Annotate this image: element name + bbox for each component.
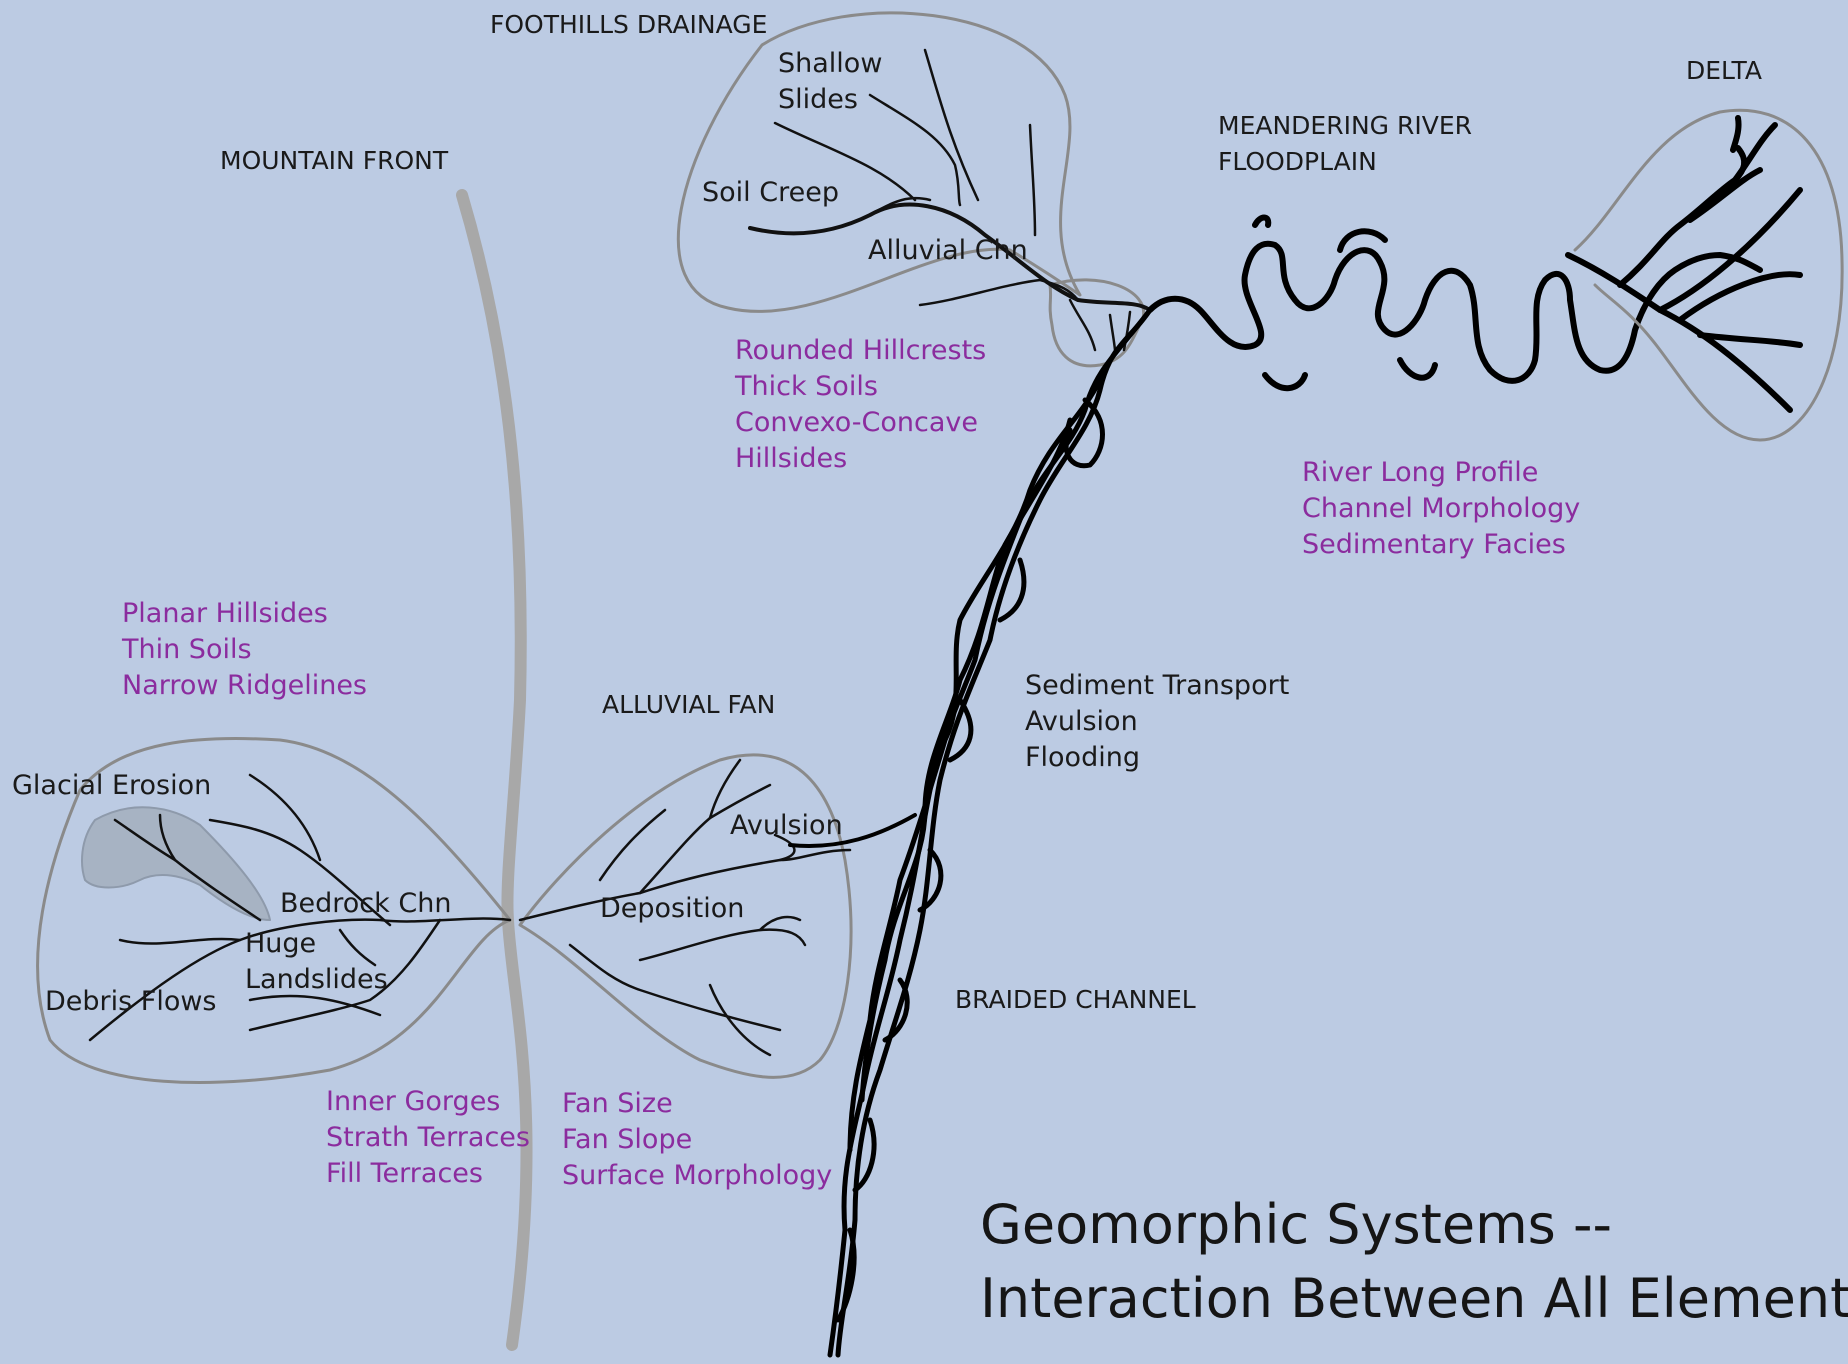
river-attributes: River Long Profile Channel Morphology Se…: [1302, 455, 1580, 563]
mountain-hillside-attributes: Planar Hillsides Thin Soils Narrow Ridge…: [122, 596, 367, 704]
attribute-item: Hillsides: [735, 441, 986, 477]
attribute-item: Planar Hillsides: [122, 596, 367, 632]
meander-oxbow: [1400, 360, 1435, 378]
braided-channel-label: BRAIDED CHANNEL: [955, 985, 1196, 1014]
sediment-transport-text: Sediment Transport: [1025, 668, 1289, 704]
attribute-item: River Long Profile: [1302, 455, 1580, 491]
glacier-area: [82, 807, 270, 920]
attribute-item: Fill Terraces: [326, 1156, 530, 1192]
foothills-drainage-label: FOOTHILLS DRAINAGE: [490, 10, 767, 39]
title-line-2: Interaction Between All Elements: [980, 1262, 1848, 1336]
meandering-river-line-2: FLOODPLAIN: [1218, 144, 1472, 180]
huge-landslides-line-1: Huge: [245, 926, 388, 962]
attribute-item: Inner Gorges: [326, 1084, 530, 1120]
mountain-channel-attributes: Inner Gorges Strath Terraces Fill Terrac…: [326, 1084, 530, 1192]
attribute-item: Convexo-Concave: [735, 405, 986, 441]
foothills-attributes: Rounded Hillcrests Thick Soils Convexo-C…: [735, 333, 986, 477]
fan-attributes: Fan Size Fan Slope Surface Morphology: [562, 1086, 832, 1194]
huge-landslides-line-2: Landslides: [245, 962, 388, 998]
attribute-item: Narrow Ridgelines: [122, 668, 367, 704]
shallow-slides-label: Shallow Slides: [778, 46, 882, 118]
attribute-item: Fan Size: [562, 1086, 832, 1122]
attribute-item: Fan Slope: [562, 1122, 832, 1158]
meander-oxbow: [1255, 218, 1268, 226]
title-line-1: Geomorphic Systems --: [980, 1188, 1848, 1262]
shallow-slides-line-2: Slides: [778, 82, 882, 118]
attribute-item: Surface Morphology: [562, 1158, 832, 1194]
attribute-item: Channel Morphology: [1302, 491, 1580, 527]
flooding-text: Flooding: [1025, 740, 1289, 776]
alluvial-chn-label: Alluvial Chn: [868, 233, 1028, 269]
meandering-river-line-1: MEANDERING RIVER: [1218, 108, 1472, 144]
soil-creep-label: Soil Creep: [702, 175, 839, 211]
attribute-item: Thick Soils: [735, 369, 986, 405]
avulsion-text: Avulsion: [1025, 704, 1289, 740]
attribute-item: Strath Terraces: [326, 1120, 530, 1156]
huge-landslides-label: Huge Landslides: [245, 926, 388, 998]
shallow-slides-line-1: Shallow: [778, 46, 882, 82]
delta-label: DELTA: [1686, 56, 1762, 85]
diagram-title: Geomorphic Systems -- Interaction Betwee…: [980, 1188, 1848, 1336]
alluvial-fan-label: ALLUVIAL FAN: [602, 690, 775, 719]
meandering-river-label: MEANDERING RIVER FLOODPLAIN: [1218, 108, 1472, 180]
avulsion-fan-label: Avulsion: [730, 808, 843, 844]
braided-processes-label: Sediment Transport Avulsion Flooding: [1025, 668, 1289, 776]
debris-flows-label: Debris Flows: [45, 984, 217, 1020]
mountain-front-label: MOUNTAIN FRONT: [220, 146, 448, 175]
deposition-label: Deposition: [600, 891, 744, 927]
meander-oxbow: [1265, 375, 1305, 388]
attribute-item: Rounded Hillcrests: [735, 333, 986, 369]
bedrock-chn-label: Bedrock Chn: [280, 886, 451, 922]
attribute-item: Sedimentary Facies: [1302, 527, 1580, 563]
glacial-erosion-label: Glacial Erosion: [12, 768, 211, 804]
attribute-item: Thin Soils: [122, 632, 367, 668]
